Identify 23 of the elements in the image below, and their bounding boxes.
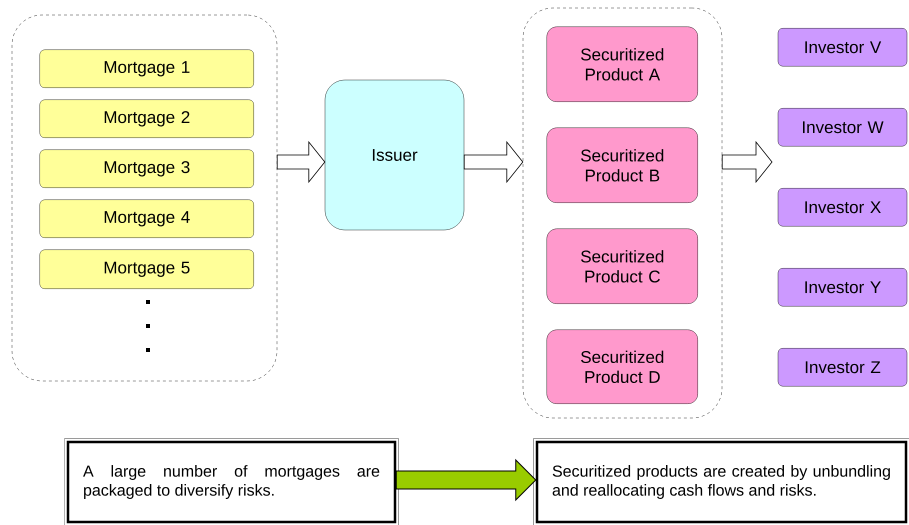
block-arrow (464, 140, 524, 184)
block-arrow (722, 140, 773, 184)
mortgage-box: Mortgage 1 (40, 50, 254, 88)
investor-box: Investor V (778, 28, 908, 66)
dashed-group-outline (12, 14, 278, 382)
investor-box: Investor Z (778, 348, 908, 386)
mortgage-box: Mortgage 4 (40, 200, 254, 238)
mortgage-box: Mortgage 2 (40, 100, 254, 138)
product-box: Securitized Product C (546, 228, 698, 304)
product-box: Securitized Product A (546, 26, 698, 102)
investor-box: Investor X (778, 188, 908, 226)
block-arrow (396, 458, 536, 502)
block-arrow (276, 140, 326, 184)
issuer-box: Issuer (324, 80, 464, 230)
investor-box: Investor W (778, 108, 908, 146)
product-box: Securitized Product D (546, 330, 698, 404)
dashed-group-outline (522, 8, 722, 418)
mortgage-box: Mortgage 5 (40, 250, 254, 289)
note-box: A large number of mortgages are packaged to diversify risks. (64, 438, 399, 525)
mortgage-box: Mortgage 3 (40, 150, 254, 188)
note-box: Securitized products are created by unbundling and reallocating cash flows and risks. (533, 438, 909, 525)
investor-box: Investor Y (778, 268, 908, 306)
product-box: Securitized Product B (546, 128, 698, 203)
